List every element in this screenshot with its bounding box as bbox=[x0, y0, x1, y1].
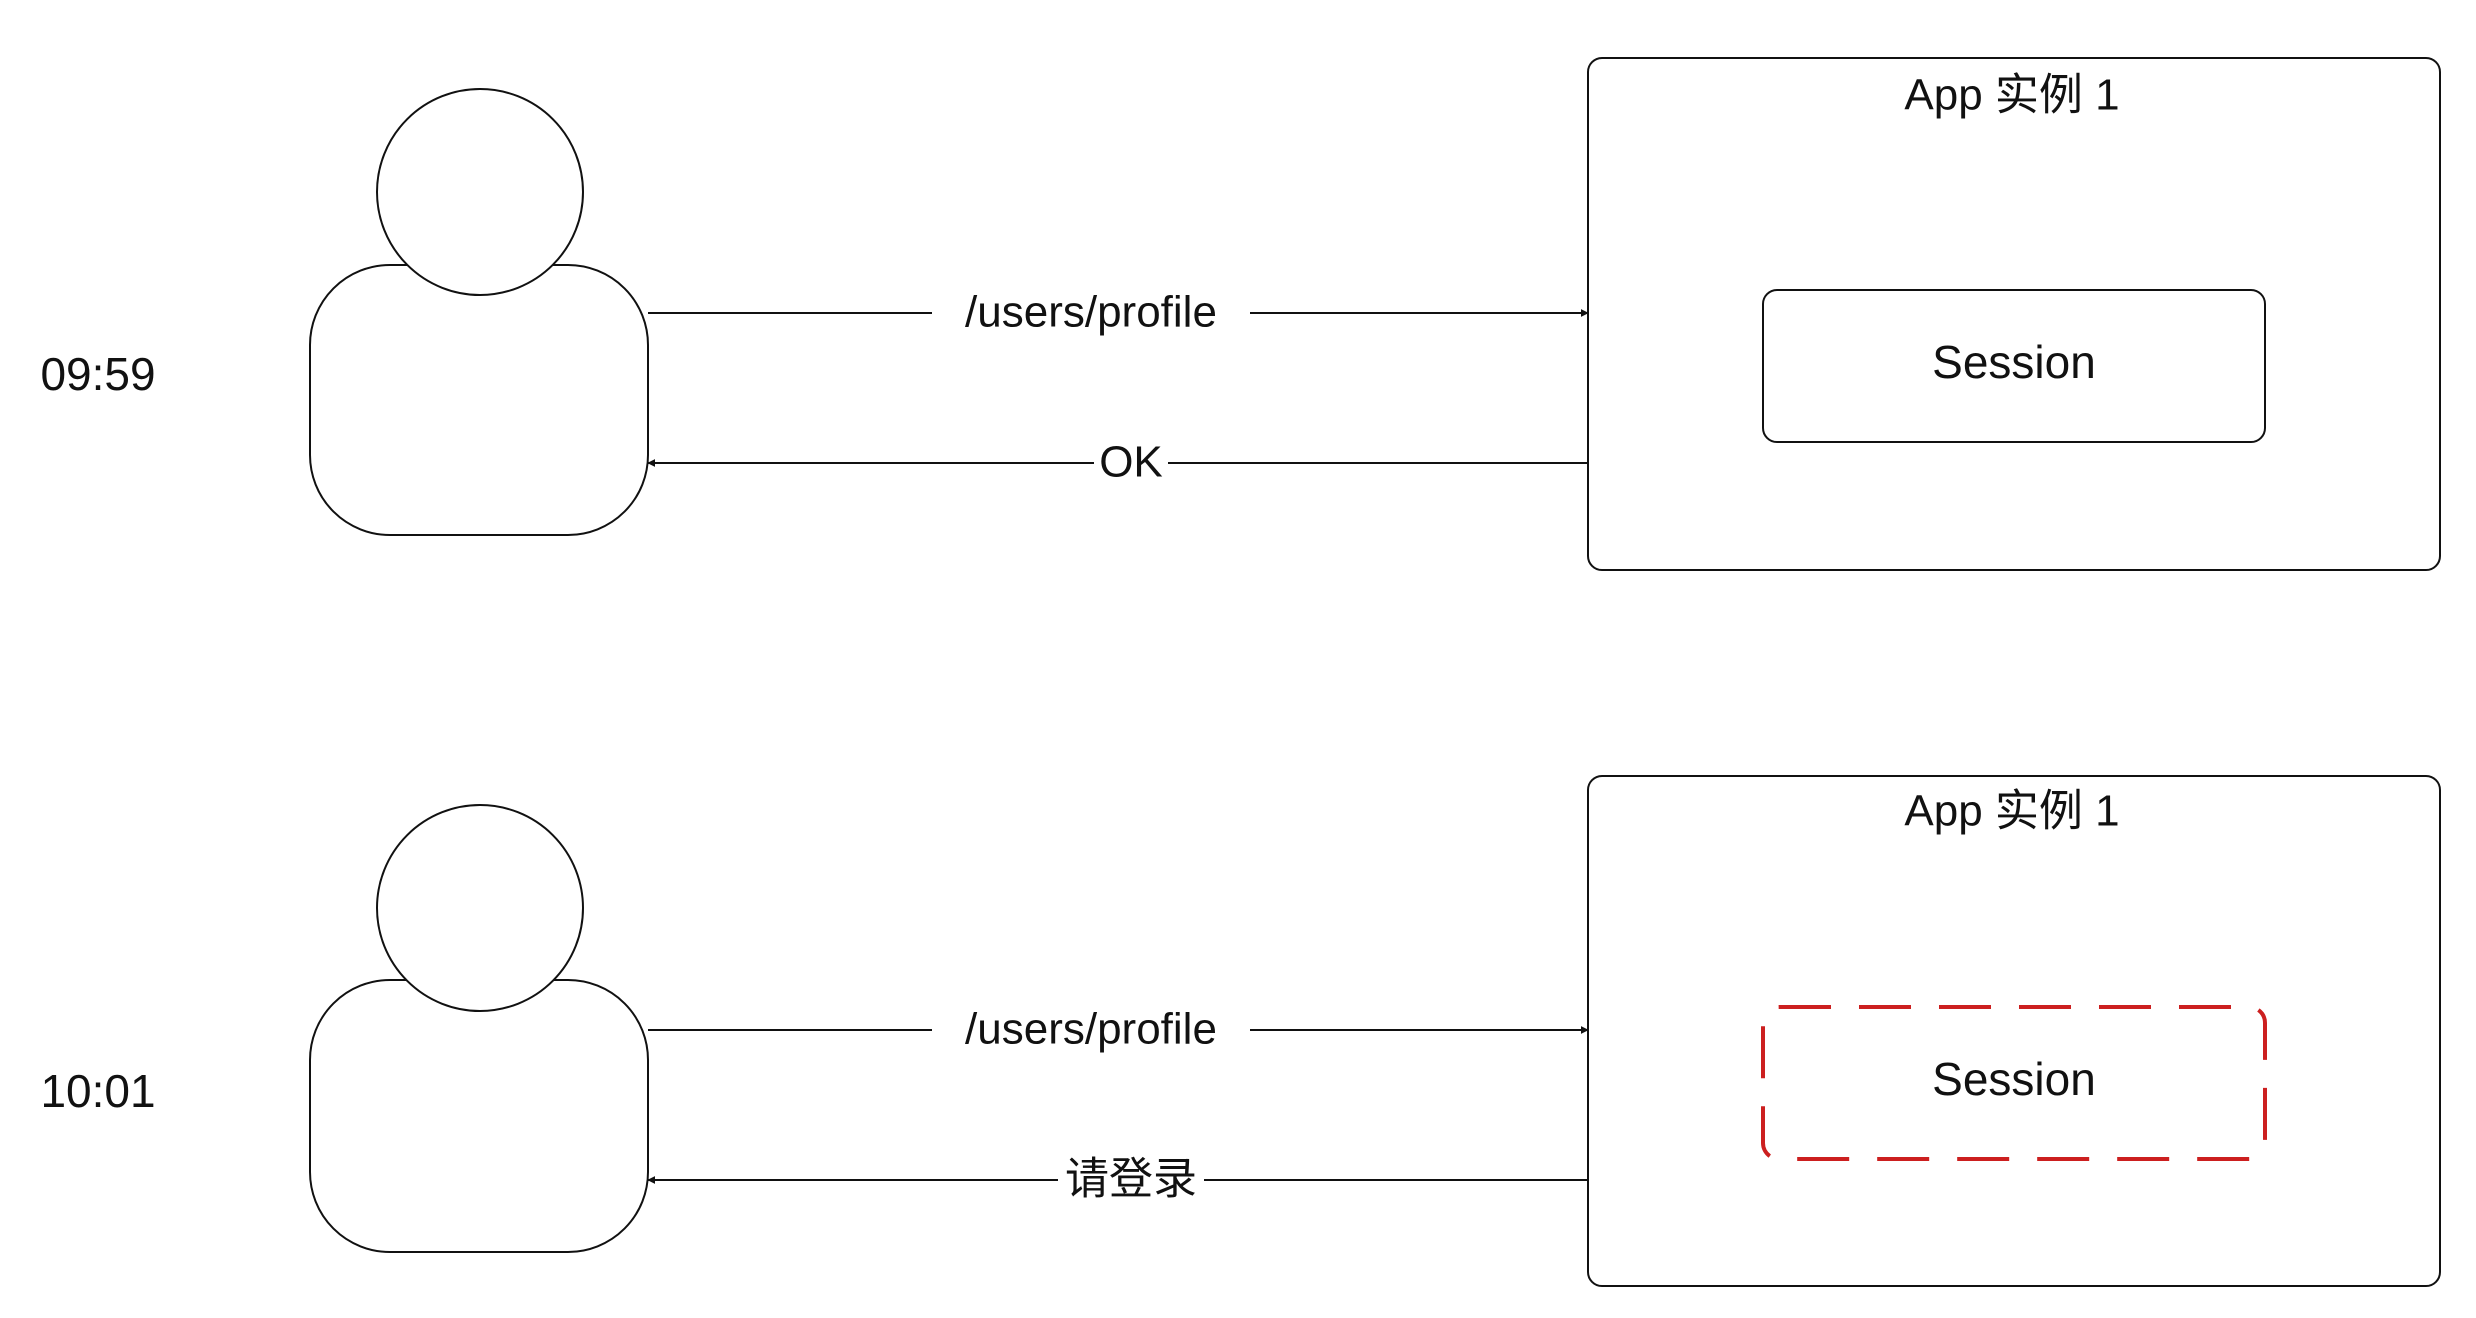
user-icon bbox=[309, 88, 649, 536]
scenario-2: 10:01 /users/profile 请登录 App 实例 1 Sessio… bbox=[40, 775, 2441, 1287]
session-box bbox=[1762, 289, 2266, 443]
request-label: /users/profile bbox=[965, 1005, 1217, 1054]
user-head bbox=[376, 88, 584, 296]
user-body bbox=[309, 264, 649, 536]
request-label: /users/profile bbox=[965, 288, 1217, 337]
request-label-bg bbox=[932, 286, 1250, 340]
app-instance-box bbox=[1587, 57, 2441, 571]
user-icon bbox=[309, 804, 649, 1253]
app-instance-title: App 实例 1 bbox=[1904, 71, 2119, 120]
response-label: OK bbox=[1099, 438, 1163, 487]
request-label-bg bbox=[932, 1003, 1250, 1057]
scenario-1: 09:59 /users/profile OK App 实例 1 Session bbox=[40, 57, 2441, 571]
user-body bbox=[309, 979, 649, 1253]
response-label: 请登录 bbox=[1065, 1155, 1197, 1204]
timestamp-label: 10:01 bbox=[40, 1065, 155, 1117]
app-instance-box bbox=[1587, 775, 2441, 1287]
response-label-bg bbox=[1094, 436, 1168, 490]
session-label: Session bbox=[1932, 1053, 2096, 1105]
session-label: Session bbox=[1932, 336, 2096, 388]
timestamp-label: 09:59 bbox=[40, 348, 155, 400]
response-label-bg bbox=[1058, 1153, 1204, 1207]
app-instance-title: App 实例 1 bbox=[1904, 787, 2119, 836]
user-head bbox=[376, 804, 584, 1012]
